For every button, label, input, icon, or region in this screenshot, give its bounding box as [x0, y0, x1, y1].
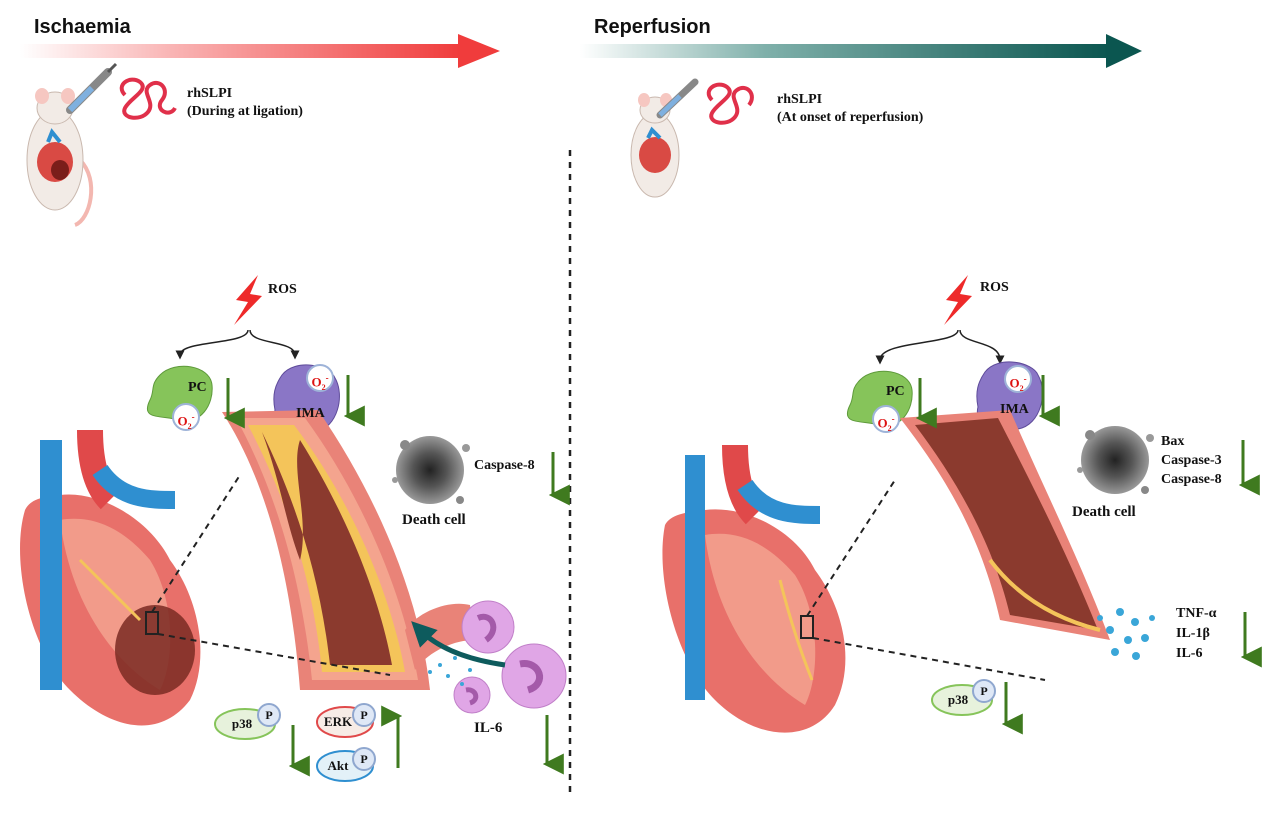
pc-label: PC: [886, 384, 905, 399]
superoxide-badge: O2-: [306, 364, 334, 392]
ros-branch-left: [175, 329, 249, 360]
ros-branch-left: [875, 329, 959, 365]
superoxide-badge: O2-: [1004, 365, 1032, 393]
syringe-icon: [656, 78, 699, 119]
ischaemia-phase-arrow: [20, 34, 500, 68]
trend-arrows: [223, 375, 1262, 777]
protein-icon: [706, 82, 754, 125]
akt-label: Akt: [327, 758, 349, 773]
caspase-3-label: Caspase-3: [1161, 453, 1222, 468]
il-6-label: IL-6: [1176, 646, 1203, 661]
drug-timing: (At onset of reperfusion): [777, 110, 924, 125]
ros-branch-right: [959, 329, 1005, 365]
zoom-line: [151, 474, 241, 613]
reperfusion-title: Reperfusion: [594, 16, 711, 38]
lightning-icon: [234, 275, 262, 325]
death-cell-label: Death cell: [402, 512, 466, 528]
bax-label: Bax: [1161, 434, 1185, 449]
zoom-line: [806, 479, 896, 617]
ros-label: ROS: [980, 280, 1009, 295]
il-1b-label: IL-1β: [1176, 626, 1210, 641]
protein-icon: [119, 77, 177, 120]
artery-reperfusion: [900, 410, 1110, 640]
superoxide-badge: O2-: [172, 403, 200, 431]
p38-label: p38: [947, 692, 969, 707]
il6-label: IL-6: [474, 720, 503, 736]
phospho-badge: P: [972, 679, 996, 703]
ros-branch-right: [249, 329, 300, 360]
death-cell-icon: [392, 436, 470, 504]
ischaemia-title: Ischaemia: [34, 16, 131, 38]
ima-label: IMA: [296, 406, 325, 421]
neutrophil-icon: [453, 600, 567, 714]
o2-label: O: [1009, 375, 1020, 391]
mouse-icon: [26, 88, 94, 227]
cytokine-dots: [1097, 608, 1155, 660]
pc-label: PC: [188, 380, 207, 395]
drug-name: rhSLPI: [187, 86, 233, 101]
p38-label: p38: [231, 716, 253, 731]
o2-label: O: [177, 413, 188, 429]
drug-timing: (During at ligation): [187, 104, 303, 119]
o2-label: O: [877, 415, 888, 431]
migration-arrow: [411, 621, 506, 668]
o2-label: O: [311, 374, 322, 390]
heart-icon: [20, 429, 201, 726]
cytokine-dots: [428, 656, 472, 686]
lightning-icon: [944, 275, 972, 325]
drug-name: rhSLPI: [777, 92, 823, 107]
death-cell-icon: [1077, 426, 1154, 494]
syringe-icon: [66, 62, 118, 114]
heart-icon: [662, 444, 846, 733]
phospho-badge: P: [257, 703, 281, 727]
zoom-line: [812, 637, 1046, 681]
ros-label: ROS: [268, 282, 297, 297]
artery-ischaemia: [222, 410, 475, 690]
ima-label: IMA: [1000, 402, 1029, 417]
caspase-8-label: Caspase-8: [1161, 472, 1222, 487]
caspase-8-label: Caspase-8: [474, 458, 535, 473]
phospho-badge: P: [352, 703, 376, 727]
superoxide-badge: O2-: [872, 405, 900, 433]
reperfusion-phase-arrow: [580, 34, 1142, 68]
phospho-badge: P: [352, 747, 376, 771]
erk-label: ERK: [323, 714, 353, 729]
mouse-icon: [630, 93, 680, 198]
tnf-alpha-label: TNF-α: [1176, 606, 1217, 621]
death-cell-label: Death cell: [1072, 504, 1136, 520]
